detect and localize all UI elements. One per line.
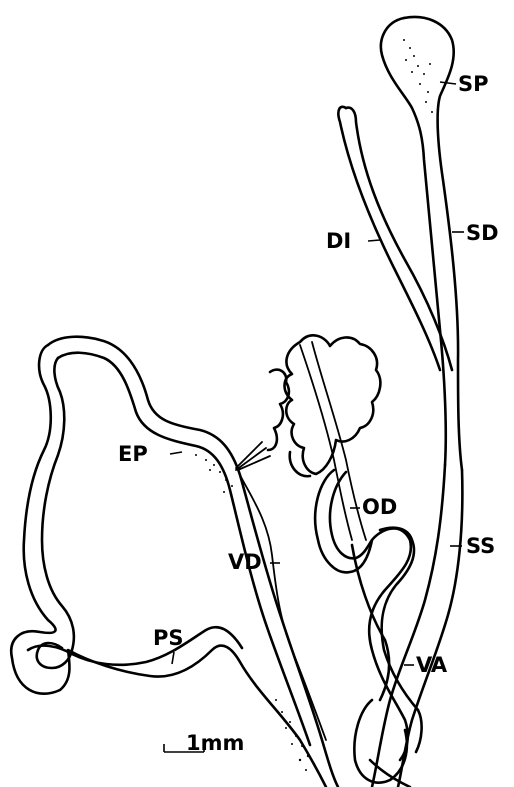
spermatheca-outline [381, 17, 462, 470]
label-di: DI [326, 231, 351, 252]
label-ps: PS [153, 628, 184, 649]
label-va: VA [416, 655, 447, 676]
label-sd: SD [466, 223, 499, 244]
label-leaders [170, 82, 464, 665]
label-ss: SS [466, 536, 495, 557]
oviduct-outline [300, 342, 422, 760]
label-sp: SP [458, 74, 489, 95]
prostate-gland-outline [268, 335, 380, 476]
vas-deferens-outline [240, 475, 326, 740]
label-scale: 1mm [186, 733, 244, 754]
diverticulum-outline [338, 107, 452, 370]
label-ep: EP [118, 444, 148, 465]
label-od: OD [362, 497, 397, 518]
stippling [195, 39, 433, 771]
label-vd: VD [228, 552, 262, 573]
retractor-muscle [236, 442, 270, 470]
